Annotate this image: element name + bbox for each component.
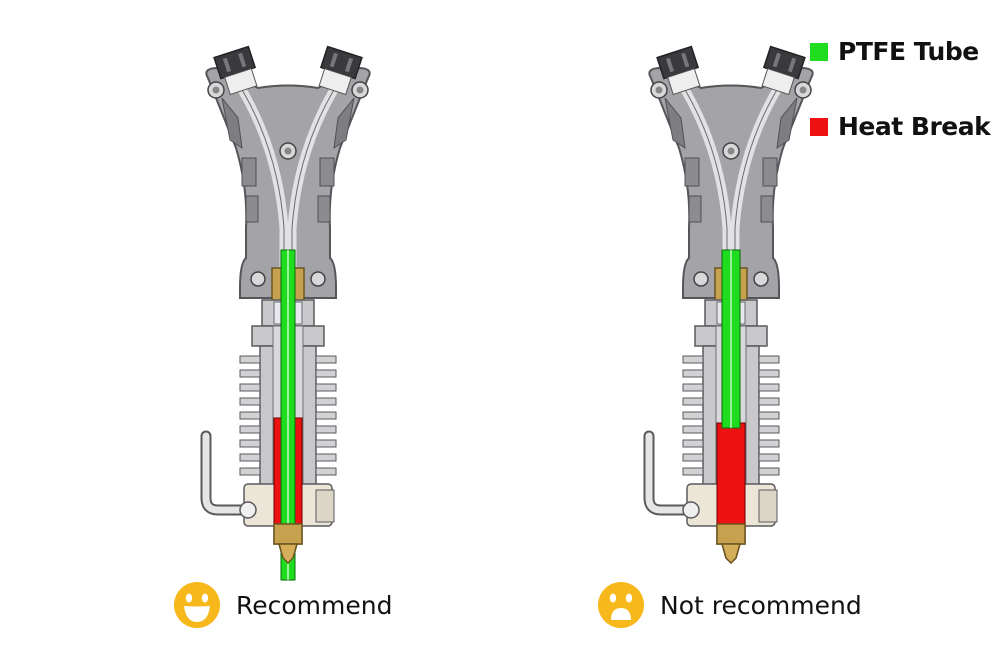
sad-face-icon [598, 582, 644, 628]
legend-heat-break: Heat Break [810, 112, 991, 141]
caption-text-not-recommend: Not recommend [660, 590, 862, 620]
caption-text-recommend: Recommend [236, 590, 393, 620]
caption-recommend: Recommend [172, 580, 392, 630]
red-square-icon [810, 117, 828, 136]
heat-break-right [716, 422, 746, 532]
caption-not-recommend: Not recommend [596, 580, 862, 630]
happy-face-icon [174, 582, 220, 628]
legend-label-heat-break: Heat Break [838, 112, 991, 141]
hotend-recommend [206, 47, 370, 581]
green-square-icon [810, 42, 828, 61]
hotend-not-recommend [649, 47, 813, 563]
legend-ptfe: PTFE Tube [810, 37, 979, 66]
legend-label-ptfe: PTFE Tube [838, 37, 979, 66]
